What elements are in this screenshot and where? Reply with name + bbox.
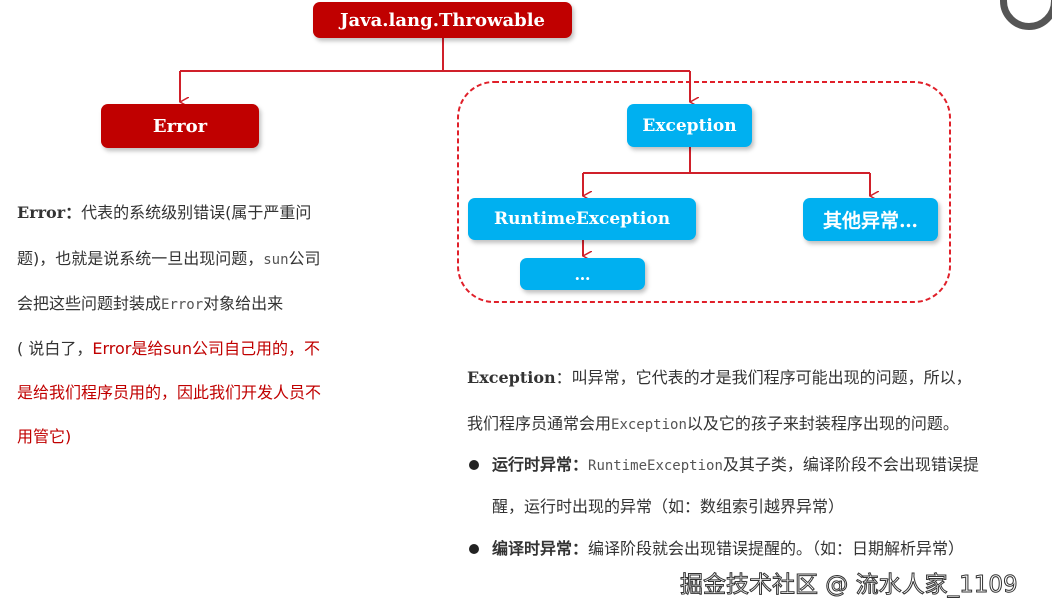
bullet-icon [469,544,479,554]
error-desc-line2: 题)，也就是说系统一旦出现问题，sun公司 [17,249,321,268]
runtime-exception-item: 运行时异常：RuntimeException及其子类，编译阶段不会出现错误提 [492,455,979,474]
error-desc-line1: Error：代表的系统级别错误(属于严重问 [17,203,312,222]
error-desc-line6: 用管它) [17,427,72,446]
root-connector [180,38,690,72]
other-exceptions-node: 其他异常… [803,198,938,241]
runtime-exception-node: RuntimeException [468,198,696,240]
exception-node: Exception [627,104,752,147]
watermark: 掘金技术社区 @ 流水人家_1109 [680,572,1019,599]
error-node: Error [101,104,259,148]
exception-desc-line1: Exception：叫异常，它代表的才是我们程序可能出现的问题，所以， [467,368,972,387]
error-desc-line5: 是给我们程序员用的，因此我们开发人员不 [17,383,322,402]
exception-desc-line2: 我们程序员通常会用Exception以及它的孩子来封装程序出现的问题。 [467,414,959,433]
error-desc-line4: ( 说白了，Error是给sun公司自己用的，不 [17,339,320,358]
more-node: … [520,258,645,290]
checked-exception-item: 编译时异常：编译阶段就会出现错误提醒的。（如：日期解析异常） [492,539,965,558]
exception-connector [583,147,870,174]
error-desc-line3: 会把这些问题封装成Error对象给出来 [17,294,284,313]
bullet-icon [469,460,479,470]
throwable-node: Java.lang.Throwable [313,2,572,38]
runtime-exception-item-cont: 醒，运行时出现的异常（如：数组索引越界异常） [492,497,845,516]
exception-group-border [457,81,951,303]
